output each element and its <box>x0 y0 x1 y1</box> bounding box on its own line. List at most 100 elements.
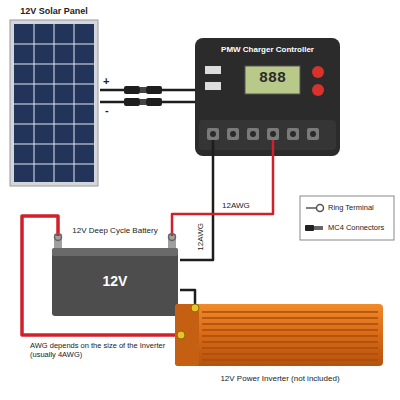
solar-panel-drawing-part <box>14 24 94 182</box>
lcd-digits: 888 <box>245 70 300 88</box>
solar-panel-drawing-part <box>14 24 94 182</box>
battery-drawing-part <box>169 234 176 241</box>
controller-drawing-part <box>245 66 300 94</box>
controller-drawing-part-part <box>270 131 276 137</box>
node-title: 12V Solar Panel <box>8 6 100 17</box>
inverter-drawing-part <box>177 331 185 339</box>
controller-drawing-part-part <box>287 128 299 140</box>
mc4-connector-part <box>140 87 146 93</box>
solar-panel-drawing-part-part <box>14 104 94 105</box>
legend-box-part <box>300 196 394 240</box>
controller-drawing-part-part <box>230 131 236 137</box>
battery-drawing-part <box>171 226 174 236</box>
legend-item: Ring Terminal <box>328 203 374 212</box>
battery: 12V Deep Cycle Battery 12V <box>50 226 180 318</box>
legend-text: Ring Terminal <box>328 203 374 212</box>
battery-drawing-part <box>54 234 62 248</box>
node-title: 12V Deep Cycle Battery <box>64 226 166 236</box>
inverter-drawing-part-part <box>202 323 378 325</box>
node-text: 12V <box>50 273 180 290</box>
solar-panel-drawing-part-part <box>14 144 94 145</box>
mc4-connector-part <box>146 98 162 106</box>
wire-label: AWG depends on the size of the Inverter … <box>30 341 170 359</box>
inverter-drawing <box>175 298 383 366</box>
wire-label: 12AWG <box>222 201 250 211</box>
inverter-drawing-part-part <box>202 341 378 343</box>
mc4-connector-part <box>146 86 162 94</box>
legend-text: MC4 Connectors <box>328 223 384 232</box>
controller-drawing-part <box>210 131 316 137</box>
controller-drawing-part <box>205 66 221 74</box>
inverter-drawing-part-part <box>202 335 378 337</box>
controller-drawing-part-part <box>227 128 239 140</box>
polarity-sign: - <box>105 104 109 117</box>
legend-item: MC4 Connectors <box>328 223 384 232</box>
controller-drawing-part <box>207 128 319 140</box>
solar-panel-drawing-part-part <box>74 24 75 182</box>
solar-panel-drawing-part-part <box>14 164 94 165</box>
controller-drawing-part-part <box>210 131 216 137</box>
solar-panel-drawing <box>10 20 98 186</box>
node-title: 12V Power Inverter (not included) <box>175 374 385 384</box>
solar-panel-drawing-part-part <box>14 124 94 125</box>
legend-box <box>300 196 394 240</box>
battery-drawing-part <box>52 248 178 256</box>
inverter-drawing-part <box>191 304 199 312</box>
controller-drawing-part <box>195 38 340 156</box>
controller-drawing-part <box>272 140 275 156</box>
controller-drawing-part-part <box>207 128 219 140</box>
inverter-drawing-part-part <box>202 347 378 349</box>
legend-box-part <box>314 226 323 230</box>
solar-panel: 12V Solar Panel <box>8 4 100 188</box>
controller-drawing-part-part <box>310 131 316 137</box>
legend-box-part <box>317 205 324 212</box>
battery-drawing <box>52 226 178 316</box>
controller-drawing-part-part <box>250 131 256 137</box>
controller-drawing-part-part <box>290 131 296 137</box>
controller-drawing-part <box>199 120 336 150</box>
charge-controller: PMW Charger Controller <box>195 38 340 156</box>
controller-drawing-part <box>312 66 324 78</box>
controller-drawing-part-part <box>247 128 259 140</box>
controller-drawing-part <box>312 84 324 96</box>
mc4-connector-part <box>124 98 140 106</box>
wire <box>22 216 175 335</box>
mc4-connector <box>124 98 162 106</box>
legend-box-part <box>305 225 314 231</box>
inverter-drawing-part-part <box>202 353 378 355</box>
wire <box>180 156 213 260</box>
power-inverter: 12V Power Inverter (not included) <box>175 298 385 390</box>
legend-box-part <box>306 207 316 209</box>
mc4-connector <box>124 86 162 94</box>
mc4-connector-part <box>124 86 140 94</box>
battery-drawing-part <box>168 234 176 248</box>
solar-panel-drawing-part-part <box>14 84 94 85</box>
controller-drawing-part <box>205 82 221 90</box>
inverter-drawing-part-part <box>202 317 378 319</box>
node-title: PMW Charger Controller <box>199 45 336 55</box>
solar-panel-drawing-part-part <box>14 44 94 45</box>
inverter-drawing-part <box>202 312 378 360</box>
battery-drawing-part <box>55 234 62 241</box>
solar-panel-drawing-part-part <box>14 64 94 65</box>
mc4-connector-part <box>140 99 146 105</box>
inverter-drawing-part-part <box>202 359 378 361</box>
inverter-drawing-part <box>175 304 199 366</box>
controller-drawing <box>195 38 340 156</box>
controller-drawing-part-part <box>307 128 319 140</box>
inverter-drawing-part <box>194 298 197 304</box>
inverter-drawing-part-part <box>202 329 378 331</box>
inverter-drawing-part-part <box>202 311 378 313</box>
controller-drawing-part <box>212 140 215 156</box>
wire <box>172 156 273 226</box>
solar-panel-drawing-part <box>10 20 98 186</box>
wire <box>180 290 195 298</box>
wire-label: 12AWG <box>196 223 206 251</box>
controller-drawing-part-part <box>267 128 279 140</box>
polarity-sign: + <box>103 75 109 88</box>
solar-panel-drawing-part-part <box>34 24 35 182</box>
